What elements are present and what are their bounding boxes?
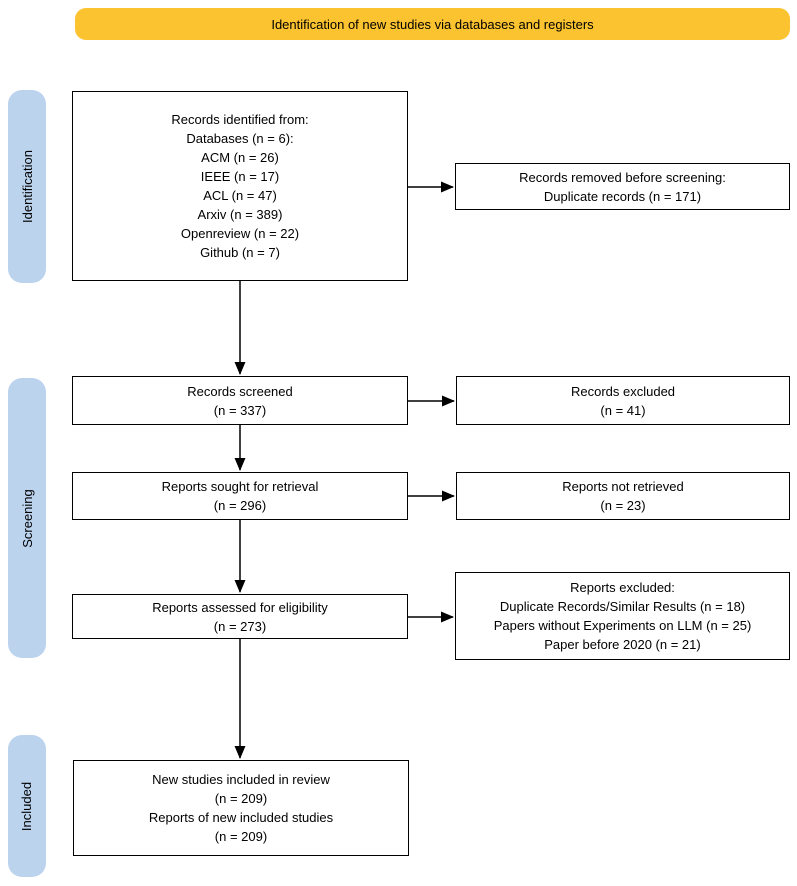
box-line: Reports not retrieved [562, 479, 684, 494]
box-line: Openreview (n = 22) [180, 226, 300, 241]
box-records-removed-before-screening: Records removed before screening: Duplic… [455, 163, 790, 210]
box-line: (n = 273) [213, 618, 267, 634]
box-records-identified: Records identified from: Databases (n = … [72, 91, 408, 281]
box-line: Github (n = 7) [200, 245, 280, 260]
box-reports-not-retrieved: Reports not retrieved (n = 23) [456, 472, 790, 520]
box-line: Databases (n = 6): [186, 131, 294, 146]
box-new-studies-included: New studies included in review (n = 209)… [73, 760, 409, 856]
box-line: Arxiv (n = 389) [197, 207, 283, 222]
banner-title: Identification of new studies via databa… [75, 8, 790, 40]
box-line: Reports assessed for eligibility [152, 599, 328, 615]
box-records-excluded: Records excluded (n = 41) [456, 376, 790, 425]
box-line: (n = 41) [600, 402, 646, 418]
box-line: (n = 337) [213, 402, 267, 418]
stage-label-text: Screening [19, 488, 35, 548]
box-line: Records removed before screening: [519, 169, 726, 185]
box-line: Records screened [187, 383, 293, 399]
stage-label-screening: Screening [8, 378, 46, 658]
box-line: IEEE (n = 17) [200, 169, 280, 184]
box-line: (n = 23) [600, 498, 646, 513]
stage-label-text: Identification [19, 150, 35, 223]
box-line: (n = 209) [214, 791, 268, 806]
box-line: New studies included in review [152, 772, 330, 787]
stage-label-included: Included [8, 735, 46, 877]
box-line: Reports sought for retrieval [161, 479, 319, 494]
box-line: Reports excluded: [570, 580, 675, 595]
box-line: (n = 296) [213, 498, 267, 513]
box-line: Duplicate records (n = 171) [543, 188, 702, 204]
box-line: Reports of new included studies [148, 810, 334, 825]
box-line: Papers without Experiments on LLM (n = 2… [493, 618, 752, 633]
box-line: ACL (n = 47) [203, 188, 277, 203]
box-reports-excluded: Reports excluded: Duplicate Records/Simi… [455, 572, 790, 660]
box-records-screened: Records screened (n = 337) [72, 376, 408, 425]
box-reports-assessed: Reports assessed for eligibility (n = 27… [72, 594, 408, 639]
box-line: Records excluded [570, 383, 676, 399]
box-reports-sought: Reports sought for retrieval (n = 296) [72, 472, 408, 520]
box-line: Duplicate Records/Similar Results (n = 1… [499, 599, 746, 614]
box-line: Records identified from: [171, 112, 309, 127]
stage-label-text: Included [19, 781, 35, 831]
box-line: (n = 209) [214, 829, 268, 844]
box-line: Paper before 2020 (n = 21) [544, 637, 701, 652]
stage-label-identification: Identification [8, 90, 46, 283]
box-line: ACM (n = 26) [201, 150, 279, 165]
